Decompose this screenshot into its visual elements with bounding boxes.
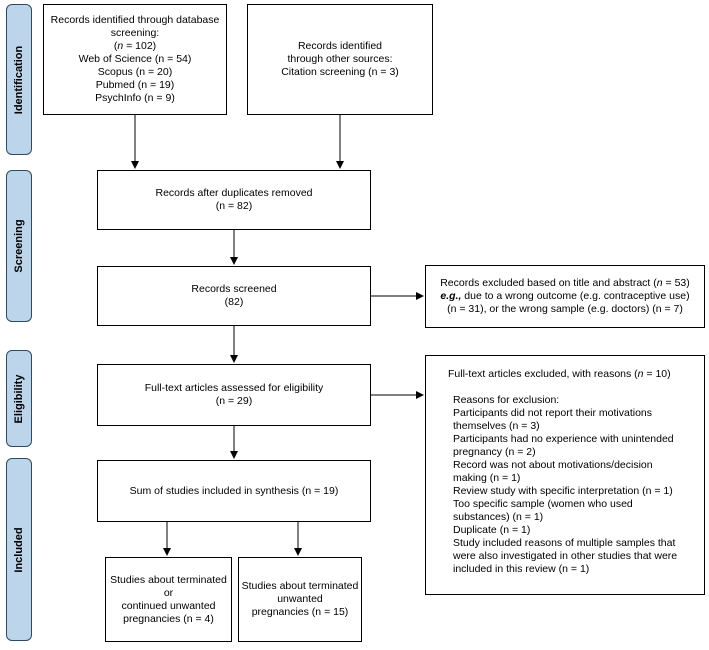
- database-line-3: (n = 102): [113, 40, 157, 52]
- database-records-box: Records identified through database scre…: [43, 4, 227, 115]
- excluded-title-line-1: Records excluded based on title and abst…: [440, 277, 690, 289]
- fulltext-assessed-line-1: Full-text articles assessed for eligibil…: [144, 382, 324, 394]
- excluded-title-line-2: e.g., due to a wrong outcome (e.g. contr…: [440, 290, 690, 302]
- reason-line: Study included reasons of multiple sampl…: [453, 537, 676, 549]
- database-line-1: Records identified through database: [50, 14, 220, 26]
- reason-line: pregnancy (n = 2): [453, 446, 536, 458]
- after-duplicates-box: Records after duplicates removed (n = 82…: [97, 170, 371, 230]
- excluded-title-abstract-box: Records excluded based on title and abst…: [425, 265, 705, 328]
- reason-line: included in this review (n = 1): [453, 563, 590, 575]
- after-duplicates-line-2: (n = 82): [215, 200, 253, 212]
- fulltext-excluded-title: Full-text articles excluded, with reason…: [448, 368, 671, 380]
- terminated-or-continued-line-3: continued unwanted: [121, 599, 216, 612]
- reason-line: were also investigated in other studies …: [453, 550, 678, 562]
- database-line-2: screening:: [110, 27, 160, 39]
- database-line-5: Scopus (n = 20): [97, 66, 173, 78]
- reason-line: substances) (n = 1): [453, 511, 544, 523]
- fulltext-assessed-box: Full-text articles assessed for eligibil…: [97, 364, 371, 426]
- terminated-or-continued-box: Studies about terminated or continued un…: [105, 557, 232, 642]
- reasons-header: Reasons for exclusion:: [453, 394, 560, 406]
- records-screened-box: Records screened (82): [97, 266, 371, 326]
- terminated-line-3: pregnancies (n = 15): [251, 606, 349, 618]
- other-sources-line-3: Citation screening (n = 3): [281, 66, 399, 78]
- included-synthesis-box: Sum of studies included in synthesis (n …: [97, 460, 371, 522]
- reason-line: Record was not about motivations/decisio…: [453, 459, 653, 471]
- fulltext-excluded-box: Full-text articles excluded, with reason…: [425, 355, 705, 595]
- excluded-title-line-3: (n = 31), or the wrong sample (e.g. doct…: [447, 303, 683, 315]
- stage-identification: Identification: [6, 4, 32, 155]
- stage-eligibility: Eligibility: [6, 350, 32, 447]
- stage-included: Included: [6, 458, 32, 641]
- database-line-4: Web of Science (n = 54): [78, 53, 192, 65]
- after-duplicates-line-1: Records after duplicates removed: [155, 187, 313, 199]
- database-line-6: Pubmed (n = 19): [95, 79, 175, 91]
- terminated-line-1: Studies about terminated: [241, 580, 359, 592]
- records-screened-line-1: Records screened: [191, 283, 277, 295]
- stage-screening: Screening: [6, 170, 32, 322]
- terminated-or-continued-line-4: pregnancies (n = 4): [123, 612, 214, 625]
- other-sources-box: Records identified through other sources…: [247, 4, 433, 115]
- reason-line: themselves (n = 3): [453, 420, 540, 432]
- reason-line: Participants did not report their motiva…: [453, 407, 653, 419]
- terminated-box: Studies about terminated unwanted pregna…: [238, 557, 362, 642]
- records-screened-line-2: (82): [224, 296, 244, 308]
- included-synthesis-line-1: Sum of studies included in synthesis (n …: [129, 484, 339, 497]
- terminated-or-continued-line-1: Studies about terminated: [110, 573, 227, 586]
- reason-line: Participants had no experience with unin…: [453, 433, 674, 445]
- fulltext-assessed-line-2: (n = 29): [215, 395, 253, 407]
- reason-line: Too specific sample (women who used: [453, 498, 633, 510]
- reason-line: making (n = 1): [453, 472, 521, 484]
- other-sources-line-2: through other sources:: [287, 53, 393, 65]
- terminated-line-2: unwanted: [277, 593, 323, 605]
- reason-line: Review study with specific interpretatio…: [453, 485, 673, 497]
- other-sources-line-1: Records identified: [297, 40, 383, 52]
- terminated-or-continued-line-2: or: [163, 586, 174, 599]
- reason-line: Duplicate (n = 1): [453, 524, 531, 536]
- database-line-7: PsychInfo (n = 9): [95, 92, 175, 104]
